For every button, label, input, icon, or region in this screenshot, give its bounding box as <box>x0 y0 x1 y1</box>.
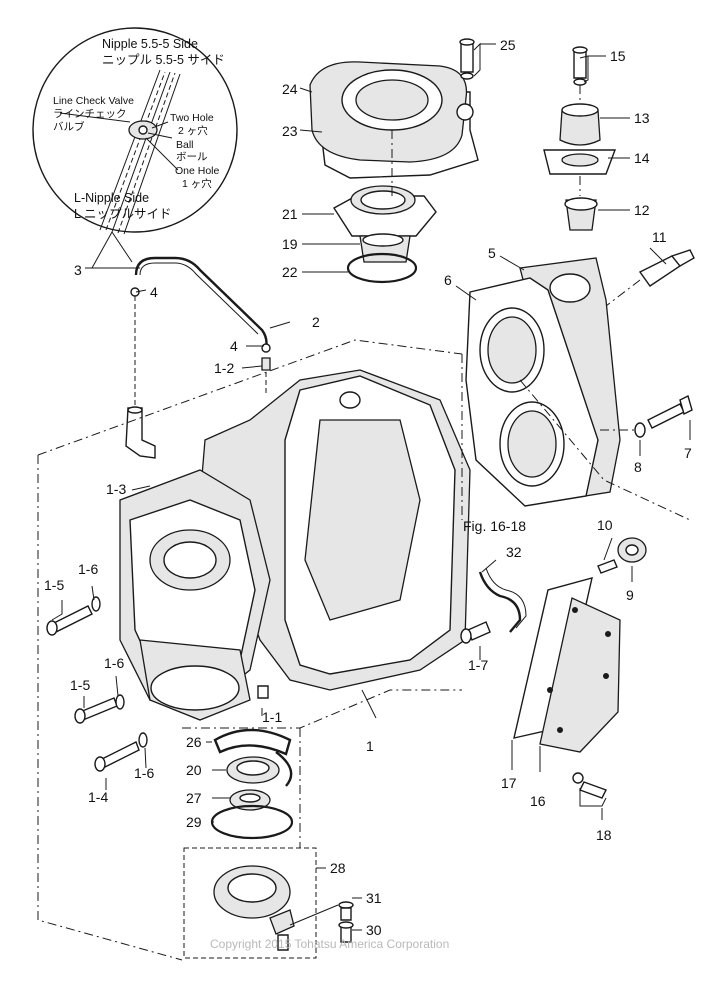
callout-1-6-mid: 1-6 <box>104 655 124 671</box>
thermostat-group <box>543 46 695 307</box>
fig-reference: Fig. 16-18 <box>463 518 526 534</box>
callout-6: 6 <box>444 272 452 288</box>
cylinder-head-group <box>465 257 693 574</box>
callout-labels: 25 24 23 21 19 22 15 13 14 12 11 5 6 3 4… <box>44 37 692 938</box>
callout-8: 8 <box>634 459 642 475</box>
callout-4-mid: 4 <box>230 338 238 354</box>
callout-1-5-mid: 1-5 <box>70 677 90 693</box>
callout-1-5-top: 1-5 <box>44 577 64 593</box>
callout-27: 27 <box>186 790 202 806</box>
ball-jp: ボール <box>176 151 208 163</box>
callout-1-3: 1-3 <box>106 481 126 497</box>
one-hole-jp: 1 ヶ穴 <box>182 177 212 190</box>
callout-5: 5 <box>488 245 496 261</box>
one-hole-en: One Hole <box>175 165 220 177</box>
crankcase-body <box>119 369 471 721</box>
callout-1-6-bot: 1-6 <box>134 765 154 781</box>
bottom-cover-group <box>183 847 354 959</box>
callout-1-7: 1-7 <box>468 657 488 673</box>
ball-en: Ball <box>176 139 194 151</box>
callout-13: 13 <box>634 110 650 126</box>
hose-fitting <box>460 567 527 644</box>
callout-30: 30 <box>366 922 382 938</box>
callout-1-1: 1-1 <box>262 709 282 725</box>
left-bolts <box>46 596 269 772</box>
callout-4-top: 4 <box>150 284 158 300</box>
callout-14: 14 <box>634 150 650 166</box>
callout-24: 24 <box>282 81 298 97</box>
callout-25: 25 <box>500 37 516 53</box>
callout-22: 22 <box>282 264 298 280</box>
callout-23: 23 <box>282 123 298 139</box>
inset-detail: Nipple 5.5-5 Side ニップル 5.5-5 サイド Line Ch… <box>32 27 238 235</box>
callout-29: 29 <box>186 814 202 830</box>
callout-17: 17 <box>501 775 517 791</box>
line-check-valve-jp1: ラインチェック <box>53 108 127 120</box>
callout-12: 12 <box>634 202 650 218</box>
callout-26: 26 <box>186 734 202 750</box>
callout-3: 3 <box>74 262 82 278</box>
callout-1: 1 <box>366 738 374 754</box>
callout-2: 2 <box>312 314 320 330</box>
two-hole-jp: 2 ヶ穴 <box>178 124 208 137</box>
callout-21: 21 <box>282 206 298 222</box>
callout-1-6-top: 1-6 <box>78 561 98 577</box>
callout-18: 18 <box>596 827 612 843</box>
callout-11: 11 <box>652 229 667 245</box>
two-hole-en: Two Hole <box>170 112 214 124</box>
line-check-valve-jp2: バルブ <box>53 120 85 133</box>
copyright-text: Copyright 2015 Tohatsu America Corporati… <box>210 937 449 951</box>
l-nipple-side-en: L-Nipple Side <box>74 191 149 205</box>
lower-seal-group <box>210 728 294 840</box>
callout-16: 16 <box>530 793 546 809</box>
callout-1-4: 1-4 <box>88 789 108 805</box>
l-nipple-side-jp: L ニップルサイド <box>74 207 171 221</box>
side-cover-group <box>513 577 621 799</box>
line-check-valve-en: Line Check Valve <box>53 95 134 107</box>
callout-20: 20 <box>186 762 202 778</box>
leader-lines <box>51 42 691 931</box>
callout-31: 31 <box>366 890 382 906</box>
callout-7: 7 <box>684 445 692 461</box>
nipple-side-jp: ニップル 5.5-5 サイド <box>102 53 225 67</box>
callout-1-2: 1-2 <box>214 360 234 376</box>
nipple-side-en: Nipple 5.5-5 Side <box>102 37 198 51</box>
callout-32: 32 <box>506 544 522 560</box>
callout-9: 9 <box>626 587 634 603</box>
callout-19: 19 <box>282 236 298 252</box>
callout-15: 15 <box>610 48 626 64</box>
top-cover-group <box>309 38 479 284</box>
callout-28: 28 <box>330 860 346 876</box>
callout-10: 10 <box>597 517 613 533</box>
water-hose-assembly <box>130 256 271 408</box>
